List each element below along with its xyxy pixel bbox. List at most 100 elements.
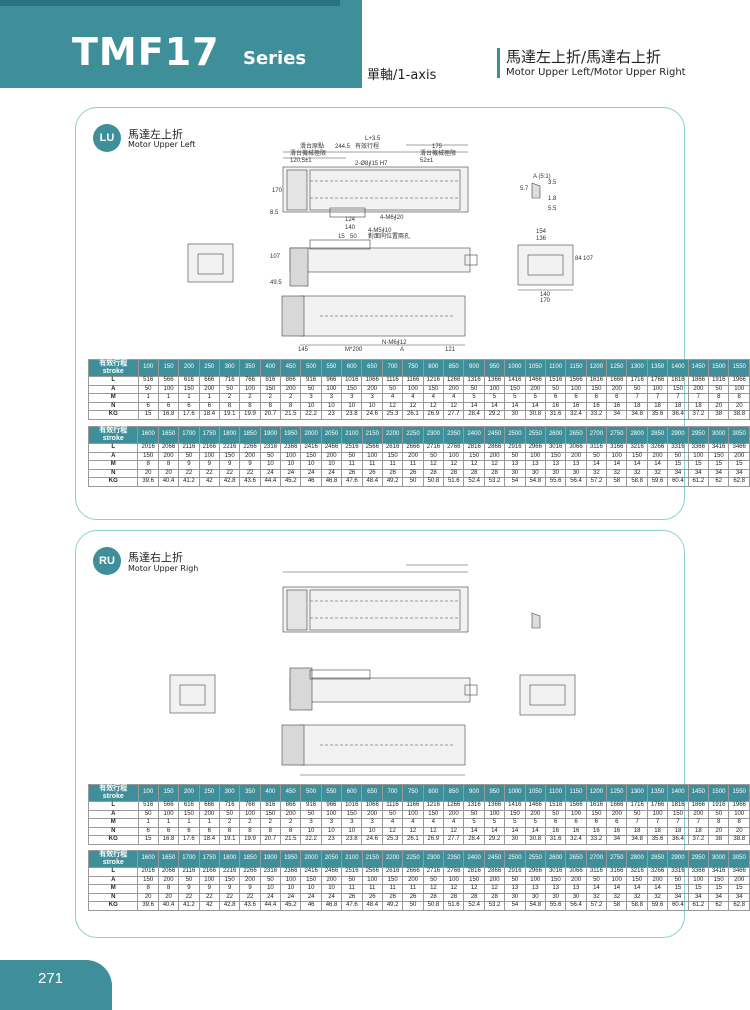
table-cell: 1966: [728, 376, 750, 386]
stroke-header-cell: 2800: [626, 850, 648, 868]
dim-107b: 107: [583, 256, 594, 262]
table-cell: 14: [504, 826, 526, 836]
table-cell: 8: [157, 460, 180, 470]
table-cell: 50: [585, 875, 608, 885]
table-cell: 45.2: [280, 901, 302, 911]
table-cell: 33.2: [585, 410, 608, 420]
table-cell: 10: [300, 826, 322, 836]
table-cell: 50: [137, 809, 159, 819]
table-cell: 24: [280, 892, 302, 902]
table-cell: 200: [483, 451, 506, 461]
table-cell: 4: [422, 818, 444, 828]
table-cell: 4: [381, 818, 404, 828]
table-cell: 8: [728, 393, 750, 403]
stroke-header-cell: 1550: [728, 359, 750, 377]
table-cell: 200: [646, 451, 669, 461]
table-cell: 30: [524, 468, 546, 478]
table-cell: 2: [259, 818, 282, 828]
table-cell: 3416: [707, 867, 730, 877]
stroke-header-cell: 1100: [544, 359, 567, 377]
table-cell: 1116: [381, 376, 404, 386]
table-cell: 39.6: [137, 477, 159, 487]
stroke-header-cell: 350: [239, 784, 261, 802]
table-cell: 150: [463, 875, 485, 885]
table-cell: 12: [483, 884, 506, 894]
table-cell: 24.6: [361, 410, 383, 420]
table-cell: 100: [320, 809, 343, 819]
table-cell: 18: [646, 826, 669, 836]
table-cell: 50: [137, 384, 159, 394]
table-cell: 2666: [402, 443, 424, 453]
table-cell: 47.6: [341, 901, 363, 911]
table-cell: 22.2: [300, 835, 322, 845]
table-cell: 24: [259, 892, 282, 902]
table-cell: 100: [483, 384, 506, 394]
table-cell: 200: [728, 451, 750, 461]
stroke-header-cell: 1250: [606, 784, 628, 802]
table-cell: 3266: [646, 867, 669, 877]
table-cell: 7: [626, 818, 648, 828]
table-cell: 26.9: [422, 410, 444, 420]
table-cell: 12: [402, 401, 424, 411]
table-cell: 2116: [178, 867, 200, 877]
table-cell: 3166: [606, 443, 628, 453]
stroke-header-cell: 3050: [728, 850, 750, 868]
stroke-header-cell: 1500: [708, 359, 730, 377]
stroke-header-cell: 2000: [300, 426, 322, 444]
table-cell: 15: [137, 410, 159, 420]
table-cell: 3066: [565, 867, 587, 877]
table-cell: 5: [524, 818, 546, 828]
table-cell: 1866: [687, 801, 710, 811]
table-cell: 52.4: [463, 901, 485, 911]
table-cell: 716: [218, 376, 241, 386]
dim-140: 140: [345, 225, 356, 231]
table-cell: 5: [463, 818, 485, 828]
table-cell: 19.1: [218, 410, 241, 420]
table-cell: 50: [463, 809, 485, 819]
table-cell: 516: [137, 801, 159, 811]
table-cell: 14: [646, 884, 669, 894]
dim-121: 121: [445, 347, 456, 353]
table-cell: 62: [707, 477, 730, 487]
table-cell: 20: [728, 826, 750, 836]
table-cell: 42: [198, 901, 220, 911]
stroke-header-cell: 2650: [565, 850, 587, 868]
table-cell: 16.8: [157, 410, 180, 420]
table-cell: 616: [178, 376, 200, 386]
table-cell: 15: [687, 460, 709, 470]
table-cell: 150: [300, 451, 322, 461]
stroke-header-cell: 1350: [646, 784, 669, 802]
table-cell: 2: [218, 818, 241, 828]
stroke-header-cell: 350: [239, 359, 261, 377]
table-cell: 7: [626, 393, 648, 403]
stroke-header-cell: 700: [381, 784, 404, 802]
stroke-header-cell: 2900: [667, 426, 689, 444]
table-cell: 28: [443, 468, 465, 478]
table-cell: 3366: [687, 443, 709, 453]
table-cell: 32: [585, 468, 608, 478]
table-cell: 34: [687, 468, 709, 478]
table-cell: 966: [320, 376, 343, 386]
table-cell: 10: [300, 884, 322, 894]
stroke-header-cell: 100: [137, 359, 159, 377]
stroke-header-cell: 300: [218, 784, 241, 802]
table-cell: 32: [646, 892, 669, 902]
table-cell: 12: [422, 826, 444, 836]
table-cell: 3316: [667, 867, 689, 877]
table-cell: 100: [443, 451, 465, 461]
table-cell: 51.6: [443, 477, 465, 487]
table-cell: 14: [524, 401, 546, 411]
stroke-header-cell: 1850: [239, 426, 261, 444]
table-cell: 100: [198, 875, 220, 885]
table-cell: 8: [137, 884, 159, 894]
table-cell: 20: [728, 401, 750, 411]
stroke-header-cell: 2700: [585, 850, 608, 868]
table-cell: 40.4: [157, 477, 180, 487]
table-cell: 516: [137, 376, 159, 386]
table-cell: 10: [361, 826, 383, 836]
